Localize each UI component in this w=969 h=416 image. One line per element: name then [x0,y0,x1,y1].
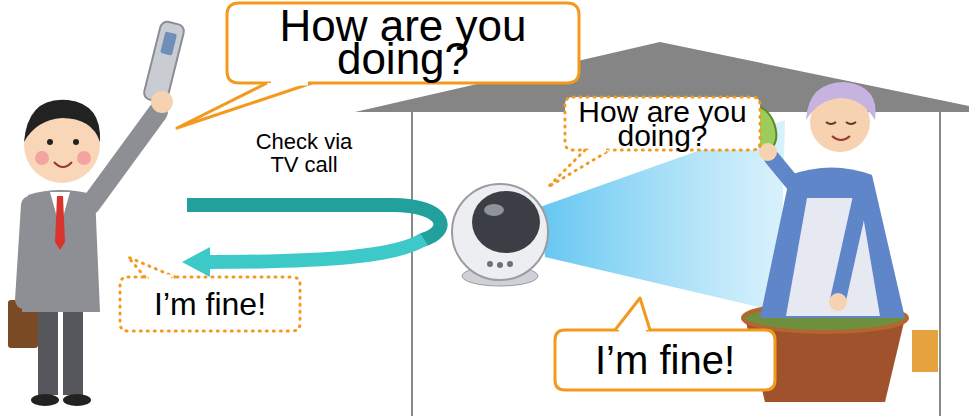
man-cheek [77,151,91,165]
man-leg [38,300,58,395]
man-hand [151,91,173,113]
bubble-border [120,277,300,331]
speech-bubble: I’m fine! [120,277,300,331]
bubble-tail [177,83,312,128]
speech-text: How are you doing? [575,100,750,148]
call-arrow-lower [206,239,424,262]
tail-join [271,81,308,86]
tail-join [149,275,171,280]
grandma-apron [786,198,880,316]
speech-text: I’m fine! [595,340,735,380]
man-arm [90,112,158,205]
phone-screen [160,31,177,55]
bubble-tail [548,150,610,187]
grandma-hand [829,293,847,311]
camera-body [452,184,548,280]
camera-button [507,261,513,267]
camera-dome [472,191,540,253]
man-shoe [63,394,91,406]
grandma-eye [826,122,836,124]
camera-button [497,262,503,268]
arrow-label: Check via TV call [252,130,356,176]
bubble-border [565,97,760,150]
grandma-arm [772,158,800,192]
grandma-dress [760,168,905,319]
man-arm [24,205,30,300]
call-arrow-upper [187,205,441,240]
tail-join [619,328,646,333]
man-eye [73,139,79,145]
bubble-border [555,330,775,390]
man-leg [63,300,83,395]
man-eye [47,139,53,145]
bubble-border [227,3,579,83]
man-cheek [35,151,49,165]
man-shoe [31,394,59,406]
grandma-scarf [806,82,876,120]
grandma-hand [759,143,777,161]
speech-bubble: How are you doing? [565,97,760,150]
man-hair [24,100,100,142]
speech-bubble: I’m fine! [555,330,775,390]
grandma-mouth [832,136,850,140]
house-wall [411,112,413,416]
man-mouth [54,162,72,167]
speech-text: How are you doing? [237,10,569,75]
camera-button [487,261,493,267]
house-wall [939,112,941,416]
tail-join [589,148,606,153]
speech-text: I’m fine! [154,288,266,320]
grandma-eye [846,122,856,124]
bubble-tail [128,257,175,277]
camera-highlight [484,204,504,216]
arrow-head [182,247,210,277]
speech-bubble: How are you doing? [227,3,579,83]
stool [912,330,938,372]
man-tie [55,196,65,250]
grandma-arm [838,192,862,300]
bubble-tail [615,298,650,330]
